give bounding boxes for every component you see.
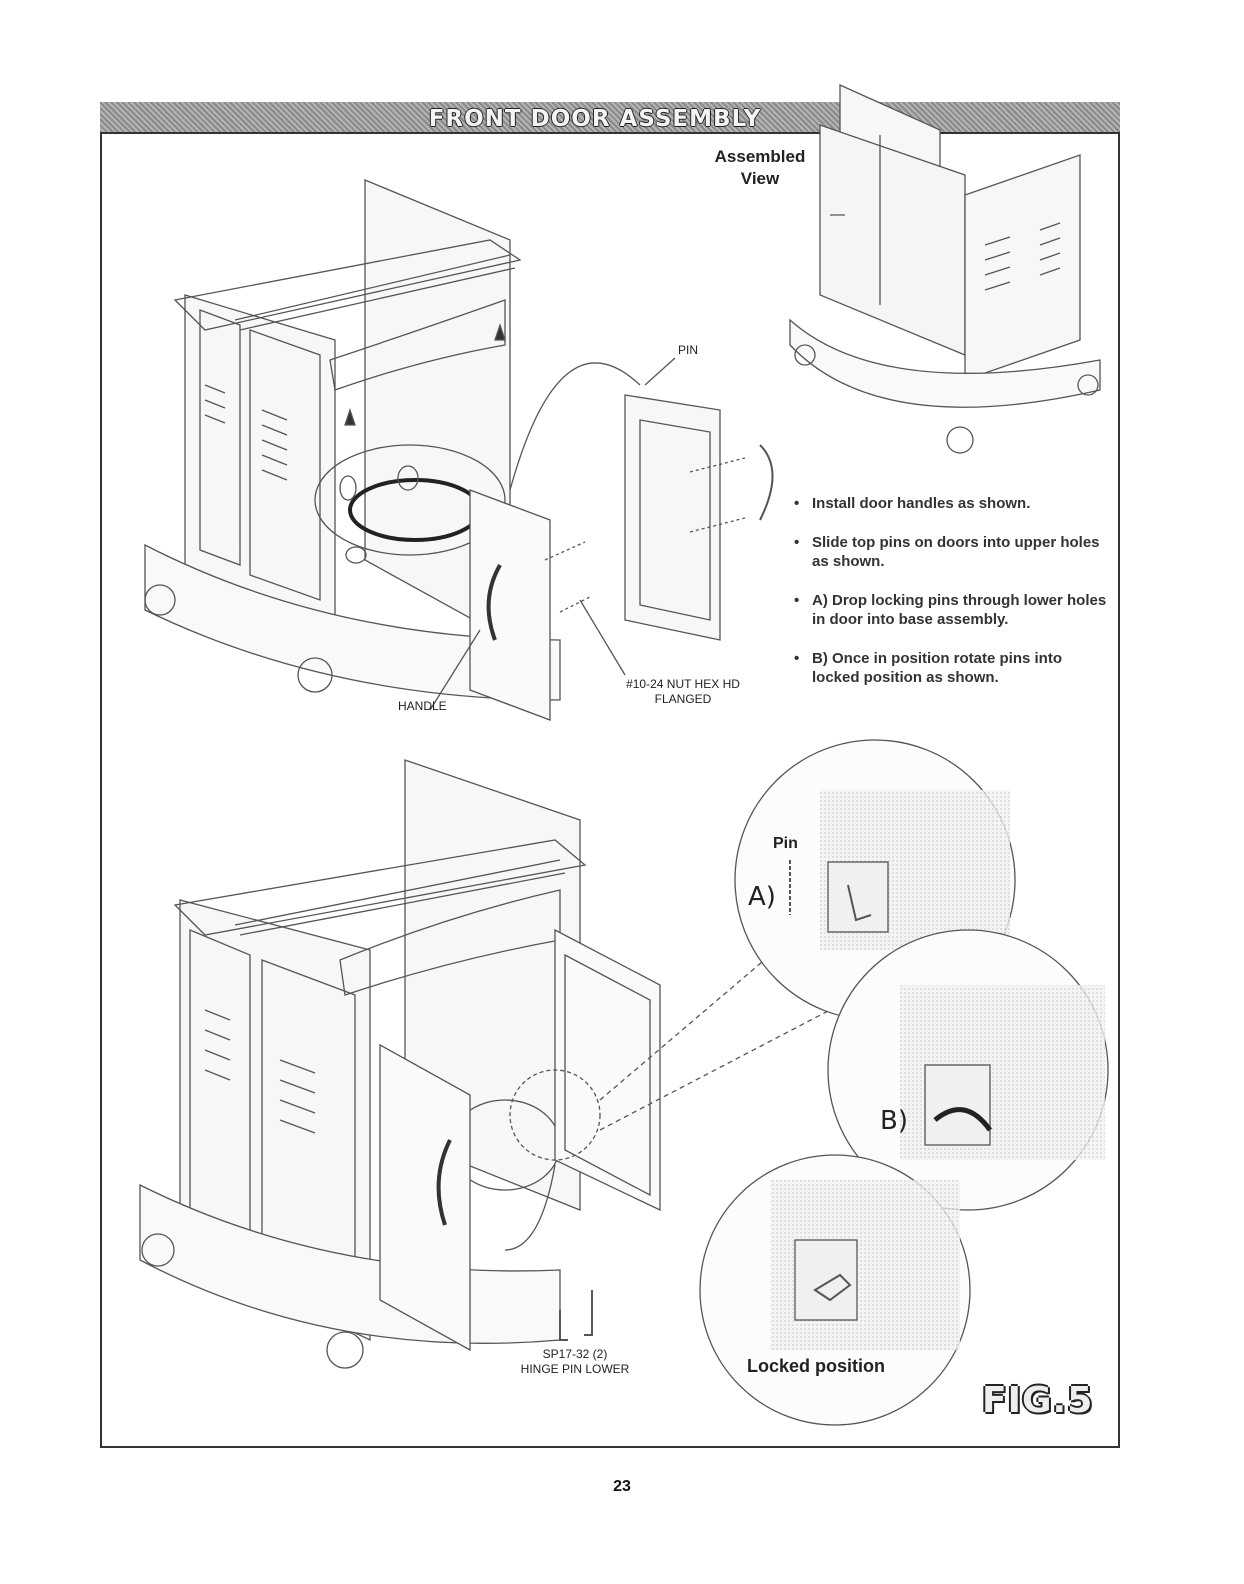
detail-pin-label: Pin [773, 835, 798, 852]
nut-label-line2: FLANGED [654, 692, 712, 706]
instruction-item: B) Once in position rotate pins into loc… [790, 649, 1110, 687]
hinge-pin-label-line1: SP17-32 (2) [542, 1347, 608, 1361]
instruction-item: A) Drop locking pins through lower holes… [790, 591, 1110, 629]
detail-step-b-label: B) [880, 1106, 908, 1136]
cart-bottom-assembly [139, 759, 871, 1369]
pin-label: PIN [678, 343, 699, 357]
assembled-view-caption: Assembled View [700, 146, 820, 190]
page-number: 23 [613, 1478, 631, 1495]
locked-position-label: Locked position [747, 1356, 886, 1376]
hinge-pin-label: SP17-32 (2) HINGE PIN LOWER [510, 1347, 640, 1377]
instruction-item: Slide top pins on doors into upper holes… [790, 533, 1110, 571]
nut-label-line1: #10-24 NUT HEX HD [626, 677, 740, 691]
nut-label: #10-24 NUT HEX HD FLANGED [608, 677, 758, 707]
hinge-pin-label-line2: HINGE PIN LOWER [520, 1362, 630, 1376]
instruction-item: Install door handles as shown. [790, 494, 1110, 513]
cart-exploded-top [144, 179, 774, 721]
figure-number: FIG.5 [982, 1380, 1094, 1421]
section-banner [100, 102, 1120, 134]
detail-circle-b [827, 929, 1109, 1211]
assembled-caption-line1: Assembled [714, 147, 806, 166]
assembled-caption-line2: View [740, 169, 780, 188]
detail-circle-locked [699, 1154, 971, 1426]
instruction-list: Install door handles as shown. Slide top… [790, 494, 1110, 707]
detail-step-a-label: A) [748, 882, 776, 912]
handle-label: HANDLE [398, 699, 447, 713]
section-title: FRONT DOOR ASSEMBLY [428, 106, 762, 132]
cart-assembled-view [789, 83, 1101, 454]
